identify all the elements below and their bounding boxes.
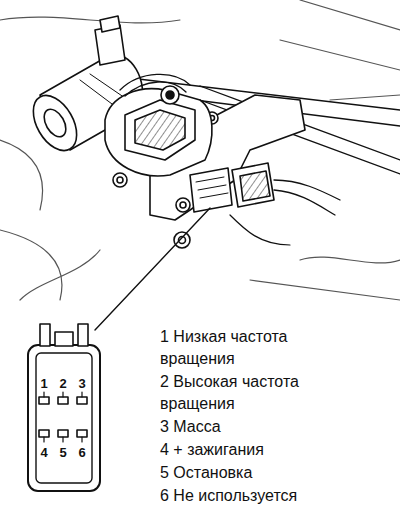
pin-description: 2 Высокая частота вращения (160, 371, 328, 415)
pin-description: 5 Остановка (160, 462, 328, 484)
pin-description: 4 + зажигания (160, 439, 328, 461)
pin-number: 5 (57, 446, 69, 460)
pin-description: 1 Низкая частота вращения (160, 326, 328, 370)
pin-description: 3 Масса (160, 416, 328, 438)
pin-number: 1 (38, 377, 50, 391)
pin-number: 4 (38, 446, 50, 460)
pin-description: 6 Не используется (160, 485, 328, 507)
pin-number: 6 (76, 446, 88, 460)
pin-number: 2 (57, 377, 69, 391)
pin-number: 3 (76, 377, 88, 391)
